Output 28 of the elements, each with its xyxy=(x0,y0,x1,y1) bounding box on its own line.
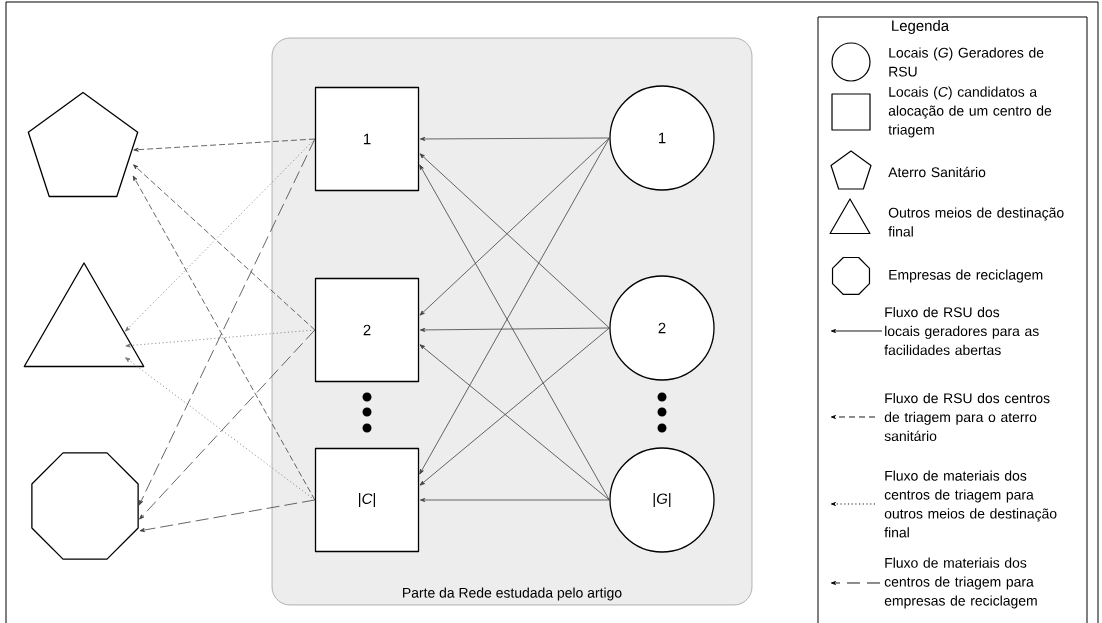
legend-text: Locais (C) candidatos a alocação de um centro de triagem xyxy=(888,86,1052,138)
site-square: |C| xyxy=(314,447,420,553)
arrow xyxy=(419,498,610,502)
site-square: 1 xyxy=(314,86,420,192)
site-square: 2 xyxy=(314,277,420,383)
legend-text: Locais (G) Geradores de RSU xyxy=(889,47,1044,77)
octagon-shape xyxy=(31,452,139,560)
triangle-shape xyxy=(23,262,145,368)
legend-text: Fluxo de materiais dos centros de triagem para empresas de reciclagem xyxy=(884,557,1037,609)
legend-title: Legenda xyxy=(892,20,950,34)
legend-text: Fluxo de RSU dos locais geradores para as facilidades abertas xyxy=(884,306,1039,356)
arrow xyxy=(419,136,610,141)
legend-text: Fluxo de materiais dos centros de triagem para outros meios de destinação final xyxy=(884,470,1057,538)
arrow xyxy=(419,137,610,316)
legend-text: Aterro Sanitário xyxy=(888,166,986,178)
arrow xyxy=(139,499,316,532)
pentagon-shape xyxy=(27,91,139,198)
arrow xyxy=(125,329,316,348)
legend-text: Outros meios de destinação final xyxy=(888,207,1064,237)
arrow xyxy=(139,329,316,520)
legend-text: Empresas de reciclagem xyxy=(889,269,1043,283)
arrow xyxy=(419,153,610,329)
legend-text: Fluxo de RSU dos centros de triagem para o aterro sanitário xyxy=(884,392,1050,442)
arrow xyxy=(419,327,610,332)
arrow xyxy=(133,138,316,152)
arrow xyxy=(419,344,610,501)
arrow xyxy=(419,327,610,486)
arrow xyxy=(133,164,316,331)
